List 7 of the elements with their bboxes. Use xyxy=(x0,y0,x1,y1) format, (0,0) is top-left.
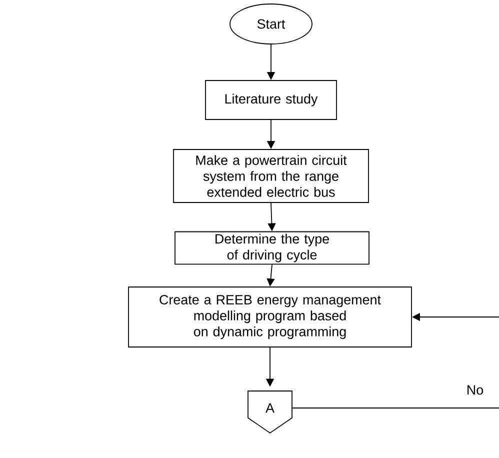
process-box: Determine the type of driving cycle xyxy=(174,231,370,265)
process-box: Literature study xyxy=(205,80,337,120)
off-page-connector: A xyxy=(248,390,292,434)
start-terminal: Start xyxy=(230,4,312,44)
process-box: Create a REEB energy management modelling program based on dynamic programming xyxy=(128,286,412,348)
process-box: Make a powertrain circuit system from the range extended electric bus xyxy=(173,149,369,203)
edge-label: No xyxy=(468,385,484,395)
